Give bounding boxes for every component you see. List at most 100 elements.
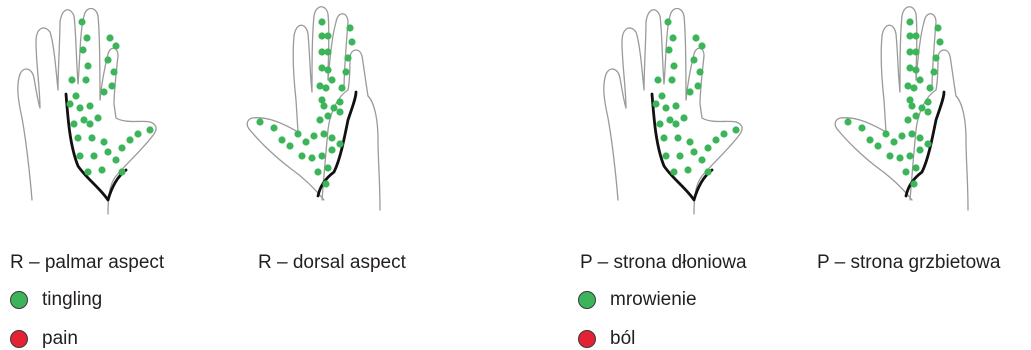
tingling-dot bbox=[912, 48, 919, 55]
tingling-dot bbox=[94, 114, 101, 121]
hand-outline bbox=[247, 7, 380, 210]
tingling-dot bbox=[936, 38, 943, 45]
tingling-dot bbox=[79, 46, 86, 53]
legend-tingling: tingling bbox=[10, 289, 102, 311]
tingling-dot bbox=[74, 134, 81, 141]
tingling-dot bbox=[112, 42, 119, 49]
tingling-dot bbox=[654, 76, 661, 83]
tingling-dot bbox=[684, 166, 691, 173]
tingling-dot bbox=[672, 120, 679, 127]
tingling-dot bbox=[118, 168, 125, 175]
tingling-dot bbox=[88, 134, 95, 141]
green-dot-icon bbox=[10, 291, 28, 309]
caption-dorsal: P – strona grzbietowa bbox=[817, 252, 1000, 274]
tingling-dot bbox=[330, 104, 337, 111]
tingling-area-dots bbox=[844, 18, 943, 187]
red-dot-icon bbox=[10, 330, 28, 348]
tingling-dot bbox=[100, 88, 107, 95]
tingling-dot bbox=[916, 134, 923, 141]
tingling-dot bbox=[896, 154, 903, 161]
tingling-dot bbox=[322, 180, 329, 187]
tingling-dot bbox=[298, 152, 305, 159]
tingling-dot bbox=[672, 102, 679, 109]
dorsal-hand-diagram bbox=[228, 0, 378, 215]
tingling-dot bbox=[902, 168, 909, 175]
tingling-dot bbox=[924, 98, 931, 105]
tingling-dot bbox=[324, 32, 331, 39]
tingling-dot bbox=[690, 56, 697, 63]
tingling-dot bbox=[912, 32, 919, 39]
caption-palmar: R – palmar aspect bbox=[10, 252, 164, 274]
tingling-dot bbox=[336, 98, 343, 105]
tingling-dot bbox=[906, 18, 913, 25]
tingling-dot bbox=[320, 130, 327, 137]
tingling-area-dots bbox=[256, 18, 355, 187]
tingling-dot bbox=[324, 112, 331, 119]
caption-palmar: P – strona dłoniowa bbox=[580, 252, 747, 274]
tingling-dot bbox=[918, 104, 925, 111]
tingling-dot bbox=[924, 108, 931, 115]
tingling-dot bbox=[912, 112, 919, 119]
tingling-dot bbox=[680, 114, 687, 121]
tingling-dot bbox=[70, 120, 77, 127]
tingling-dot bbox=[134, 130, 141, 137]
tingling-dot bbox=[314, 168, 321, 175]
tingling-dot bbox=[668, 76, 675, 83]
dorsal-hand-diagram bbox=[816, 0, 966, 215]
tingling-dot bbox=[118, 144, 125, 151]
caption-dorsal: R – dorsal aspect bbox=[258, 252, 406, 274]
tingling-dot bbox=[110, 68, 117, 75]
tingling-dot bbox=[908, 102, 915, 109]
tingling-dot bbox=[324, 164, 331, 171]
tingling-dot bbox=[328, 134, 335, 141]
tingling-dot bbox=[90, 152, 97, 159]
tingling-dot bbox=[670, 62, 677, 69]
tingling-dot bbox=[930, 68, 937, 75]
hand-palmar-right-pl bbox=[596, 0, 746, 215]
tingling-dot bbox=[346, 24, 353, 31]
tingling-dot bbox=[690, 148, 697, 155]
legend-tingling: mrowienie bbox=[578, 289, 697, 311]
tingling-dot bbox=[664, 18, 671, 25]
tingling-dot bbox=[286, 142, 293, 149]
tingling-dot bbox=[328, 146, 335, 153]
tingling-dot bbox=[256, 118, 263, 125]
tingling-dot bbox=[86, 120, 93, 127]
tingling-dot bbox=[662, 152, 669, 159]
tingling-dot bbox=[910, 84, 917, 91]
tingling-dot bbox=[858, 124, 865, 131]
green-dot-icon bbox=[578, 291, 596, 309]
tingling-dot bbox=[669, 34, 676, 41]
palmar-hand-diagram bbox=[596, 0, 746, 215]
tingling-dot bbox=[106, 34, 113, 41]
tingling-dot bbox=[660, 134, 667, 141]
tingling-dot bbox=[906, 152, 913, 159]
tingling-dot bbox=[112, 156, 119, 163]
tingling-dot bbox=[328, 76, 335, 83]
tingling-dot bbox=[316, 116, 323, 123]
tingling-dot bbox=[712, 136, 719, 143]
tingling-dot bbox=[270, 124, 277, 131]
tingling-dot bbox=[698, 156, 705, 163]
tingling-dot bbox=[924, 140, 931, 147]
legend-label: tingling bbox=[42, 289, 102, 311]
hand-outline bbox=[835, 7, 968, 210]
tingling-dot bbox=[126, 136, 133, 143]
tingling-dot bbox=[294, 130, 301, 137]
tingling-dot bbox=[694, 82, 701, 89]
tingling-dot bbox=[76, 104, 83, 111]
tingling-dot bbox=[68, 76, 75, 83]
tingling-dot bbox=[104, 56, 111, 63]
tingling-dot bbox=[82, 76, 89, 83]
tingling-dot bbox=[904, 116, 911, 123]
tingling-dot bbox=[278, 136, 285, 143]
tingling-dot bbox=[932, 54, 939, 61]
tingling-dot bbox=[866, 136, 873, 143]
tingling-dot bbox=[652, 100, 659, 107]
tingling-dot bbox=[320, 102, 327, 109]
tingling-dot bbox=[720, 130, 727, 137]
tingling-dot bbox=[322, 84, 329, 91]
tingling-dot bbox=[80, 116, 87, 123]
tingling-dot bbox=[666, 116, 673, 123]
tingling-dot bbox=[338, 84, 345, 91]
